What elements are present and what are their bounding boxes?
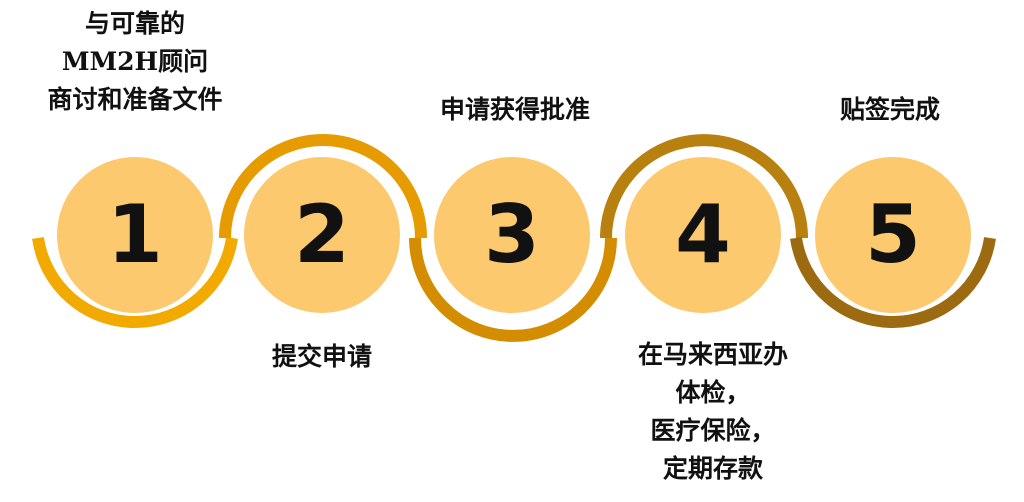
step-5-label: 贴签完成	[790, 91, 990, 129]
step-5-number: 5	[865, 188, 921, 281]
step-3-label-line: 申请获得批准	[439, 95, 590, 124]
step-4-label-line: 在马来西亚办	[637, 340, 788, 369]
step-1-label: 与可靠的 MM2H顾问 商讨和准备文件	[0, 5, 270, 119]
step-2-number: 2	[294, 188, 350, 281]
step-2-arc	[219, 134, 427, 239]
step-3-circle: 3	[434, 157, 590, 313]
step-3-number: 3	[484, 188, 540, 281]
step-4-label-line: 医疗保险，	[650, 416, 776, 445]
step-4-number: 4	[675, 188, 731, 281]
step-5-arc	[790, 237, 996, 329]
step-5-label-line: 贴签完成	[839, 95, 940, 124]
step-4-label-line: 体检，	[675, 378, 751, 407]
step-1-number: 1	[107, 188, 163, 281]
step-2-label: 提交申请	[222, 338, 422, 376]
step-1-circle: 1	[57, 157, 213, 313]
step-3-label: 申请获得批准	[400, 91, 630, 129]
step-4-label-line: 定期存款	[662, 454, 763, 483]
step-4-circle: 4	[625, 157, 781, 313]
step-2-label-line: 提交申请	[271, 342, 372, 371]
step-4-arc	[600, 134, 808, 239]
step-2-circle: 2	[244, 157, 400, 313]
step-1-label-line: MM2H顾问	[61, 47, 209, 76]
step-1-label-line: 商讨和准备文件	[47, 85, 223, 114]
step-1-arc	[32, 237, 238, 329]
step-3-arc	[409, 237, 617, 342]
step-4-label: 在马来西亚办 体检， 医疗保险， 定期存款	[598, 336, 828, 488]
step-1-label-line: 与可靠的	[84, 9, 185, 38]
step-5-circle: 5	[815, 157, 971, 313]
